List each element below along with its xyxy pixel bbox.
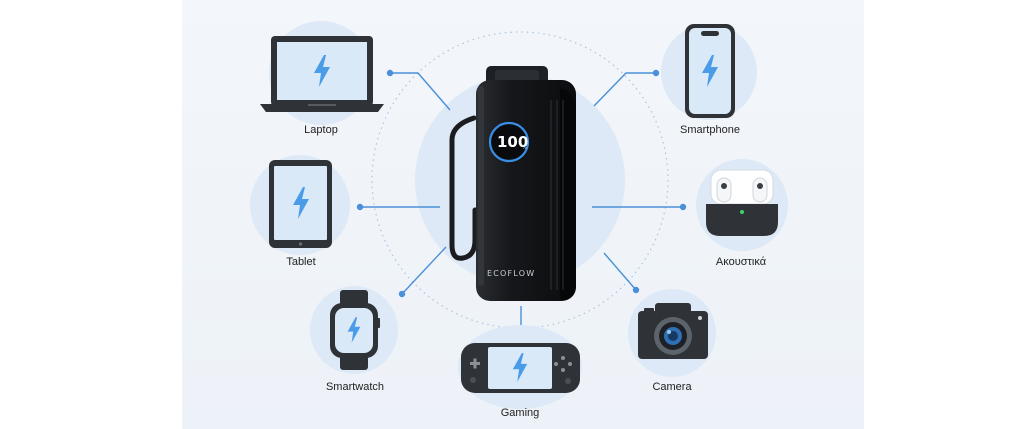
camera-icon	[628, 289, 716, 377]
charge-percent-value: 100	[497, 133, 528, 151]
device-label-tablet: Tablet	[286, 256, 316, 268]
smartwatch-icon	[310, 286, 398, 374]
brand-logo: ECOFLOW	[487, 269, 535, 278]
device-label-earbuds: Ακουστικά	[715, 256, 767, 268]
connector-lines	[356, 69, 687, 334]
device-label-smartphone: Smartphone	[680, 124, 740, 136]
charge-percent-unit: %	[522, 145, 527, 151]
device-label-laptop: Laptop	[304, 124, 338, 136]
power-bank: 100 % ECOFLOW	[449, 66, 576, 301]
device-label-camera: Camera	[652, 381, 692, 393]
smartphone-icon	[661, 24, 757, 120]
device-label-gaming: Gaming	[500, 407, 540, 419]
lanyard-strap	[449, 115, 478, 261]
earbuds-case-icon	[696, 159, 788, 251]
device-label-smartwatch: Smartwatch	[325, 381, 385, 393]
tablet-icon	[250, 155, 350, 255]
laptop-icon	[260, 21, 384, 125]
gaming-console-icon	[458, 325, 582, 409]
